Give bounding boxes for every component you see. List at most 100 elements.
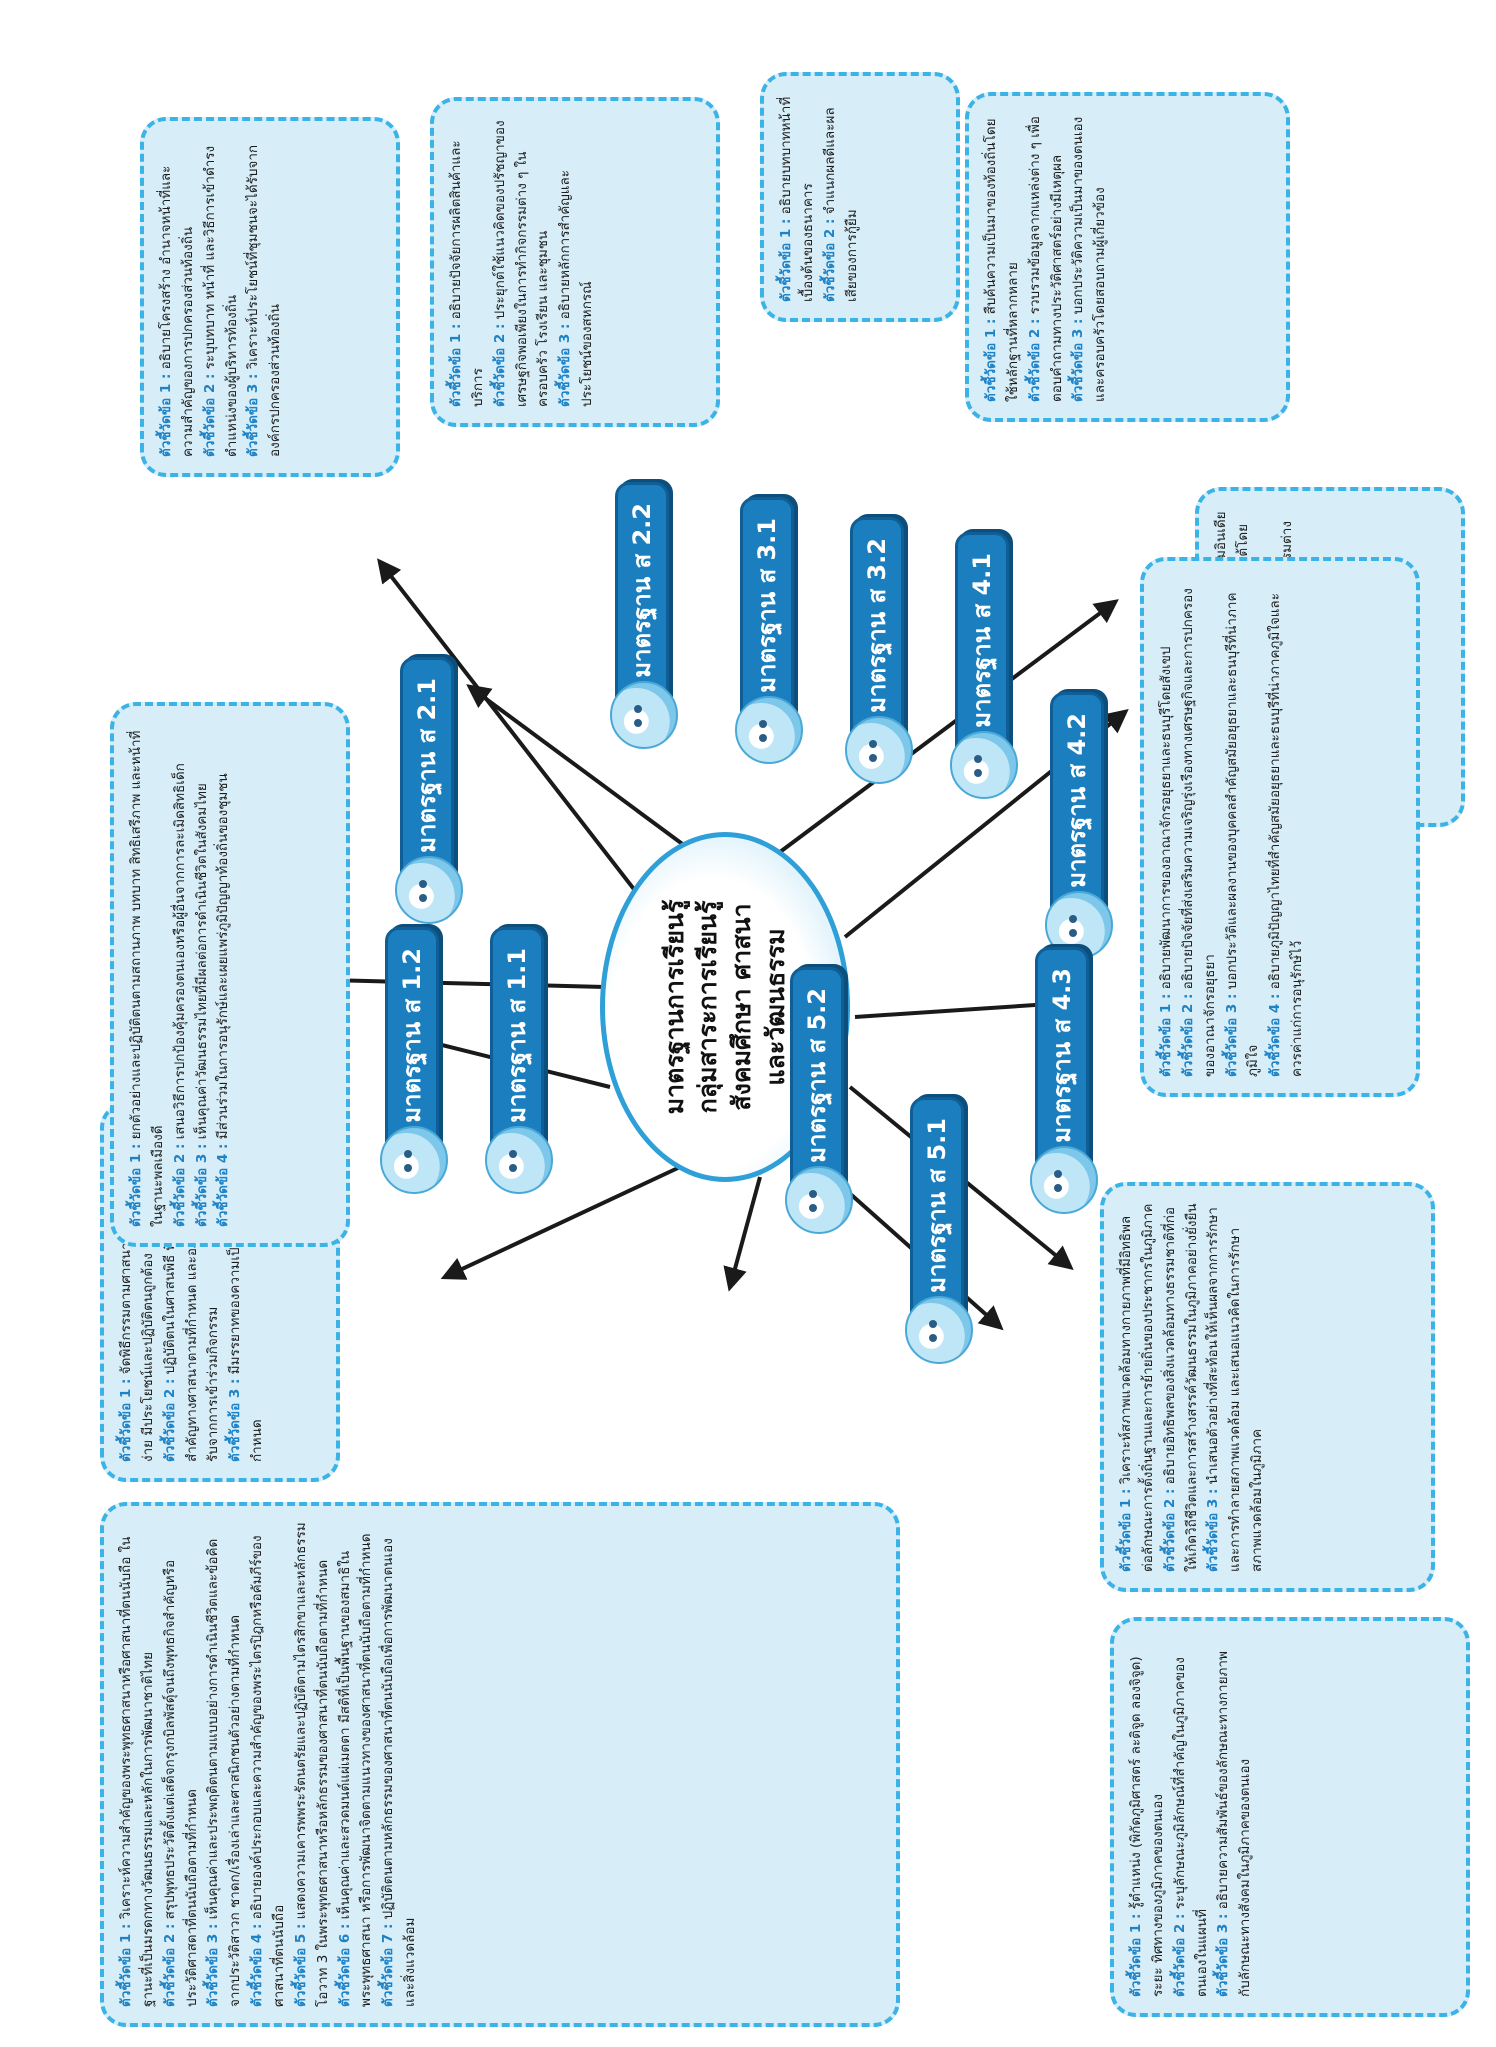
indicator-item: ตัวชี้วัดข้อ 6 : เห็นคุณค่าและสวดมนต์แผ่…	[335, 1522, 379, 2008]
indicator-item: ตัวชี้วัดข้อ 3 : เห็นคุณค่าวัฒนธรรมไทยที…	[192, 722, 214, 1227]
indicator-label: ตัวชี้วัดข้อ 1 :	[128, 1143, 144, 1227]
indicator-label: ตัวชี้วัดข้อ 2 :	[171, 1143, 188, 1227]
standard-badge-s2-1: มาตรฐาน ส 2.1	[395, 657, 463, 924]
indicator-label: ตัวชี้วัดข้อ 3 :	[193, 1143, 210, 1227]
indicator-label: ตัวชี้วัดข้อ 3 :	[1215, 1913, 1232, 1997]
indicator-item: ตัวชี้วัดข้อ 4 : อธิบายภูมิปัญญาไทยที่สำ…	[1265, 577, 1309, 1077]
indicator-label: ตัวชี้วัดข้อ 2 :	[1171, 1913, 1188, 1997]
indicator-item: ตัวชี้วัดข้อ 2 : รวบรวมข้อมูลจากแหล่งต่า…	[1025, 112, 1069, 402]
standard-badge-s3-1: มาตรฐาน ส 3.1	[735, 497, 803, 764]
standard-label: มาตรฐาน ส 1.2	[398, 948, 426, 1123]
indicator-item: ตัวชี้วัดข้อ 1 : อธิบายโครงสร้าง อำนาจหน…	[156, 137, 200, 457]
arrow-s4-2	[778, 599, 1119, 854]
indicator-item: ตัวชี้วัดข้อ 4 : อธิบายองค์ประกอบและความ…	[247, 1522, 291, 2007]
indicator-label: ตัวชี้วัดข้อ 2 :	[161, 1923, 178, 2007]
indicator-item: ตัวชี้วัดข้อ 2 : อธิบายอิทธิพลของสิ่งแวด…	[1160, 1202, 1204, 1572]
indicators-box-s1-1: ตัวชี้วัดข้อ 1 : วิเคราะห์ความสำคัญของพร…	[100, 1502, 900, 2027]
indicator-item: ตัวชี้วัดข้อ 2 : เสนอวิธีการปกป้องคุ้มคร…	[170, 722, 192, 1227]
indicator-label: ตัวชี้วัดข้อ 3 :	[205, 1923, 222, 2007]
indicator-text: อธิบายพัฒนาการของอาณาจักรอยุธยาและธนบุรี…	[1158, 646, 1174, 990]
center-title-line-3: สังคมศึกษา ศาสนา	[727, 903, 756, 1111]
standard-badge-s1-1: มาตรฐาน ส 1.1	[485, 927, 553, 1194]
indicator-label: ตัวชี้วัดข้อ 4 :	[249, 1923, 266, 2007]
indicators-box-s3-1: ตัวชี้วัดข้อ 1 : อธิบายปัจจัยการผลิตสินค…	[430, 97, 720, 427]
indicator-item: ตัวชี้วัดข้อ 2 : อธิบายปัจจัยที่ส่งเสริม…	[1178, 577, 1222, 1077]
indicator-text: เสนอวิธีการปกป้องคุ้มครองตนเองหรือผู้อื่…	[171, 763, 188, 1140]
indicator-item: ตัวชี้วัดข้อ 1 : ยกตัวอย่างและปฏิบัติตนต…	[126, 722, 170, 1227]
standard-badge-s4-2: มาตรฐาน ส 4.2	[1045, 692, 1113, 959]
indicator-label: ตัวชี้วัดข้อ 1 :	[778, 218, 794, 302]
indicator-item: ตัวชี้วัดข้อ 4 : มีส่วนร่วมในการอนุรักษ์…	[213, 722, 235, 1227]
arrow-s4-3	[466, 684, 702, 859]
indicator-item: ตัวชี้วัดข้อ 3 : วิเคราะห์ประโยชน์ที่ชุม…	[243, 137, 287, 457]
indicator-item: ตัวชี้วัดข้อ 2 : ระบุลักษณะภูมิลักษณ์ที่…	[1170, 1637, 1214, 1997]
indicator-label: ตัวชี้วัดข้อ 2 :	[201, 373, 218, 457]
indicator-label: ตัวชี้วัดข้อ 5 :	[292, 1923, 309, 2007]
indicator-label: ตัวชี้วัดข้อ 1 :	[118, 1923, 134, 2007]
indicators-box-s4-3: ตัวชี้วัดข้อ 1 : อธิบายพัฒนาการของอาณาจั…	[1140, 557, 1420, 1097]
indicator-text: มีส่วนร่วมในการอนุรักษ์และเผยแพร่ภูมิปัญ…	[215, 773, 232, 1140]
indicator-label: ตัวชี้วัดข้อ 1 :	[158, 373, 174, 457]
indicator-item: ตัวชี้วัดข้อ 1 : อธิบายปัจจัยการผลิตสินค…	[446, 117, 490, 407]
indicator-item: ตัวชี้วัดข้อ 3 : นำเสนอตัวอย่างที่สะท้อน…	[1203, 1202, 1269, 1572]
center-title-line-4: และวัฒนธรรม	[760, 928, 790, 1086]
arrow-s1-2	[440, 1165, 681, 1280]
indicators-box-s4-1: ตัวชี้วัดข้อ 1 : สืบค้นความเป็นมาของท้อง…	[965, 92, 1290, 422]
mascot-icon	[380, 1126, 448, 1194]
standard-label: มาตรฐาน ส 4.2	[1063, 713, 1091, 888]
indicator-label: ตัวชี้วัดข้อ 2 :	[1179, 993, 1196, 1077]
indicator-label: ตัวชี้วัดข้อ 6 :	[336, 1923, 353, 2007]
mascot-icon	[785, 1166, 853, 1234]
indicator-label: ตัวชี้วัดข้อ 2 :	[821, 218, 838, 302]
indicator-label: ตัวชี้วัดข้อ 3 :	[245, 373, 262, 457]
indicators-box-s2-1: ตัวชี้วัดข้อ 1 : ยกตัวอย่างและปฏิบัติตนต…	[110, 702, 350, 1247]
indicator-label: ตัวชี้วัดข้อ 1 :	[983, 318, 999, 402]
indicator-label: ตัวชี้วัดข้อ 3 :	[1070, 318, 1087, 402]
indicator-label: ตัวชี้วัดข้อ 3 :	[557, 323, 574, 407]
indicator-label: ตัวชี้วัดข้อ 1 :	[1118, 1488, 1134, 1572]
standard-label: มาตรฐาน ส 4.1	[968, 553, 996, 728]
indicator-label: ตัวชี้วัดข้อ 2 :	[161, 1378, 178, 1462]
indicator-item: ตัวชี้วัดข้อ 2 : ประยุกต์ใช้แนวคิดของปรั…	[490, 117, 556, 407]
indicators-box-s5-2: ตัวชี้วัดข้อ 1 : รู้ตำแหน่ง (พิกัดภูมิศา…	[1110, 1617, 1470, 2017]
standard-label: มาตรฐาน ส 3.1	[753, 518, 781, 693]
indicator-label: ตัวชี้วัดข้อ 3 :	[1223, 993, 1240, 1077]
standard-badge-s4-3: มาตรฐาน ส 4.3	[1030, 947, 1098, 1214]
standard-badge-s5-2: มาตรฐาน ส 5.2	[785, 967, 853, 1234]
indicator-item: ตัวชี้วัดข้อ 1 : วิเคราะห์สภาพแวดล้อมทาง…	[1116, 1202, 1160, 1572]
indicator-item: ตัวชี้วัดข้อ 3 : บอกประวัติและผลงานของบุ…	[1222, 577, 1266, 1077]
indicator-item: ตัวชี้วัดข้อ 5 : แสดงความเคารพพระรัตนตรั…	[291, 1522, 335, 2007]
indicator-item: ตัวชี้วัดข้อ 1 : อธิบายบทบาทหน้าที่เบื้อ…	[776, 92, 820, 302]
standard-label: มาตรฐาน ส 5.1	[923, 1118, 951, 1293]
indicator-label: ตัวชี้วัดข้อ 1 :	[1128, 1913, 1144, 1997]
mascot-icon	[845, 716, 913, 784]
indicator-item: ตัวชี้วัดข้อ 2 : ระบุบทบาท หน้าที่ และวิ…	[200, 137, 244, 457]
center-title-line-2: กลุ่มสาระการเรียนรู้	[693, 900, 723, 1114]
indicators-box-s2-2: ตัวชี้วัดข้อ 1 : อธิบายโครงสร้าง อำนาจหน…	[140, 117, 400, 477]
mascot-icon	[735, 696, 803, 764]
indicator-item: ตัวชี้วัดข้อ 1 : สืบค้นความเป็นมาของท้อง…	[981, 112, 1025, 402]
mascot-icon	[1030, 1146, 1098, 1214]
indicator-label: ตัวชี้วัดข้อ 7 :	[380, 1923, 397, 2007]
standard-label: มาตรฐาน ส 3.2	[863, 538, 891, 713]
indicator-item: ตัวชี้วัดข้อ 1 : วิเคราะห์ความสำคัญของพร…	[116, 1522, 160, 2007]
indicator-item: ตัวชี้วัดข้อ 1 : รู้ตำแหน่ง (พิกัดภูมิศา…	[1126, 1637, 1170, 1997]
indicator-item: ตัวชี้วัดข้อ 2 : จำแนกผลดีและผลเสียของกา…	[820, 92, 864, 302]
mascot-icon	[395, 856, 463, 924]
indicator-label: ตัวชี้วัดข้อ 4 :	[215, 1143, 232, 1227]
indicator-item: ตัวชี้วัดข้อ 3 : เห็นคุณค่าและประพฤติตนต…	[203, 1522, 247, 2007]
arrow-s2-1	[723, 1176, 762, 1292]
mascot-icon	[610, 681, 678, 749]
standard-badge-s4-1: มาตรฐาน ส 4.1	[950, 532, 1018, 799]
indicator-item: ตัวชี้วัดข้อ 3 : อธิบายความสัมพันธ์ของลั…	[1213, 1637, 1257, 1997]
indicator-item: ตัวชี้วัดข้อ 3 : บอกประวัติความเป็นมาของ…	[1068, 112, 1112, 402]
indicator-label: ตัวชี้วัดข้อ 3 :	[1205, 1488, 1222, 1572]
indicators-box-s3-2: ตัวชี้วัดข้อ 1 : อธิบายบทบาทหน้าที่เบื้อ…	[760, 72, 960, 322]
standard-label: มาตรฐาน ส 2.2	[628, 503, 656, 678]
indicators-box-s5-1: ตัวชี้วัดข้อ 1 : วิเคราะห์สภาพแวดล้อมทาง…	[1100, 1182, 1435, 1592]
standard-label: มาตรฐาน ส 2.1	[413, 678, 441, 853]
indicator-label: ตัวชี้วัดข้อ 4 :	[1267, 993, 1284, 1077]
indicator-text: เห็นคุณค่าวัฒนธรรมไทยที่มีผลต่อการดำเนิน…	[193, 783, 210, 1140]
